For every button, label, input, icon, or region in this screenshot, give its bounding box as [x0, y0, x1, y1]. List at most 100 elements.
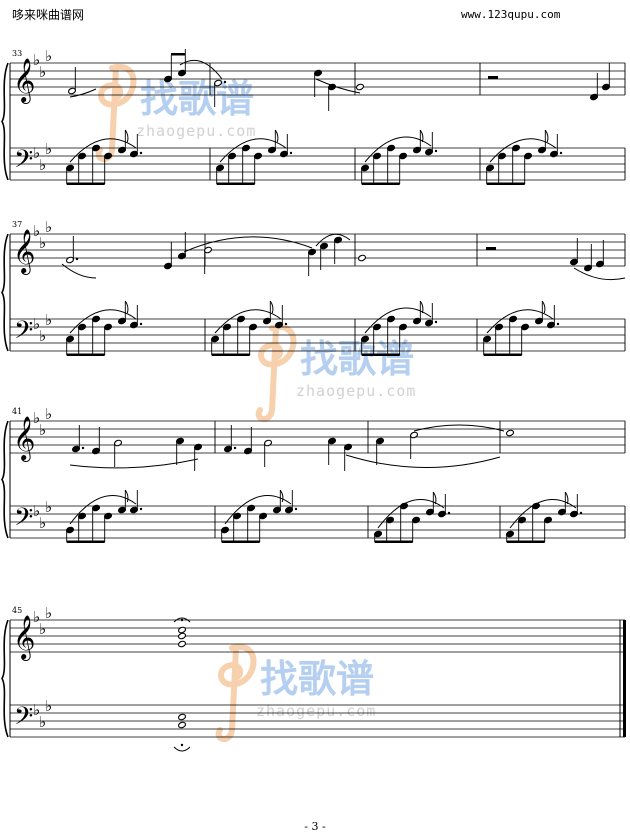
- treble-clef: 𝄞: [13, 416, 35, 462]
- beam: [66, 182, 105, 185]
- brace: [1, 619, 9, 738]
- flag: [124, 129, 129, 143]
- flat-sign: ♭: [39, 421, 46, 439]
- beam: [66, 540, 105, 543]
- beam: [486, 182, 525, 185]
- slur: [489, 138, 557, 163]
- slur: [69, 309, 137, 334]
- flat-sign: ♭: [39, 63, 46, 81]
- dot: [139, 151, 143, 155]
- dot: [284, 322, 288, 326]
- flat-sign: ♭: [45, 498, 52, 516]
- flat-sign: ♭: [39, 156, 46, 174]
- slur: [573, 267, 626, 281]
- system-1: 𝄞𝄢♭♭♭♭♭♭33: [1, 47, 626, 185]
- fermata: [173, 746, 191, 752]
- beam: [221, 540, 260, 543]
- measure-number: 45: [12, 606, 22, 615]
- flat-sign: ♭: [33, 51, 40, 69]
- slur: [219, 138, 287, 163]
- brace: [1, 62, 9, 181]
- measure-number: 33: [12, 49, 22, 58]
- flat-sign: ♭: [33, 502, 40, 520]
- watermark-latin: zhaogepu.com: [296, 382, 416, 400]
- bass-whole-note: [177, 721, 187, 729]
- dot: [139, 322, 143, 326]
- flat-sign: ♭: [45, 47, 52, 65]
- dot: [233, 446, 237, 450]
- whole-note: [177, 626, 187, 634]
- watermark-latin: zhaogepu.com: [136, 122, 256, 140]
- whole-note: [355, 83, 365, 91]
- slur: [413, 424, 505, 432]
- treble-clef: 𝄞: [13, 58, 35, 104]
- flat-sign: ♭: [45, 311, 52, 329]
- flat-sign: ♭: [45, 604, 52, 622]
- slur: [509, 499, 577, 529]
- fermata-dot: [180, 618, 184, 622]
- dot: [81, 446, 85, 450]
- watermark-clef-icon: [215, 643, 257, 742]
- flat-sign: ♭: [39, 713, 46, 731]
- dot: [289, 151, 293, 155]
- flat-sign: ♭: [33, 222, 40, 240]
- watermark-clef-icon: [255, 323, 297, 422]
- flat-sign: ♭: [39, 234, 46, 252]
- flat-sign: ♭: [45, 697, 52, 715]
- final-barline: [623, 620, 626, 737]
- slur: [69, 495, 137, 525]
- flag: [544, 129, 549, 143]
- flag: [269, 300, 274, 314]
- measure-number: 37: [12, 220, 22, 229]
- system-2: 𝄞𝄢♭♭♭♭♭♭37: [1, 218, 626, 356]
- watermark-latin: zhaogepu.com: [256, 702, 376, 720]
- measure-number: 41: [12, 407, 22, 416]
- slur: [377, 499, 445, 529]
- watermark-chinese: 找歌谱: [300, 337, 414, 381]
- slur: [61, 263, 97, 279]
- bass-whole-note: [177, 713, 187, 721]
- beam: [171, 53, 185, 56]
- watermark-chinese: 找歌谱: [140, 77, 254, 121]
- fermata: [173, 617, 191, 623]
- flat-sign: ♭: [39, 620, 46, 638]
- dot: [434, 320, 438, 324]
- flat-sign: ♭: [45, 405, 52, 423]
- page-number: - 3 -: [304, 820, 326, 833]
- treble-clef: 𝄞: [13, 615, 35, 661]
- dot: [559, 151, 563, 155]
- bass-clef: 𝄢: [14, 702, 33, 737]
- treble-clef: 𝄞: [13, 229, 35, 275]
- watermark-clef-icon: [95, 63, 137, 162]
- dot: [75, 257, 79, 261]
- system-4: 𝄞𝄢♭♭♭♭♭♭45: [1, 604, 626, 752]
- dot: [579, 511, 583, 515]
- slur: [69, 138, 137, 163]
- slur: [214, 309, 282, 334]
- beam: [66, 353, 105, 356]
- flat-sign: ♭: [39, 327, 46, 345]
- slur: [486, 309, 554, 334]
- beam: [361, 353, 400, 356]
- beam: [506, 540, 545, 543]
- beam: [374, 540, 413, 543]
- system-3: 𝄞𝄢♭♭♭♭♭♭41: [1, 405, 626, 543]
- flat-sign: ♭: [33, 315, 40, 333]
- dot: [223, 80, 227, 84]
- whole-note: [357, 254, 367, 262]
- beam: [216, 182, 255, 185]
- dot: [447, 511, 451, 515]
- beam: [361, 182, 400, 185]
- slur: [315, 233, 351, 247]
- whole-note: [505, 429, 515, 437]
- beam: [211, 353, 250, 356]
- flag: [279, 489, 284, 503]
- whole-note: [177, 632, 187, 640]
- bass-clef: 𝄢: [14, 503, 33, 538]
- flat-sign: ♭: [33, 409, 40, 427]
- half-rest: [488, 76, 498, 79]
- site-name: 哆来咪曲谱网: [12, 8, 85, 22]
- dot: [294, 507, 298, 511]
